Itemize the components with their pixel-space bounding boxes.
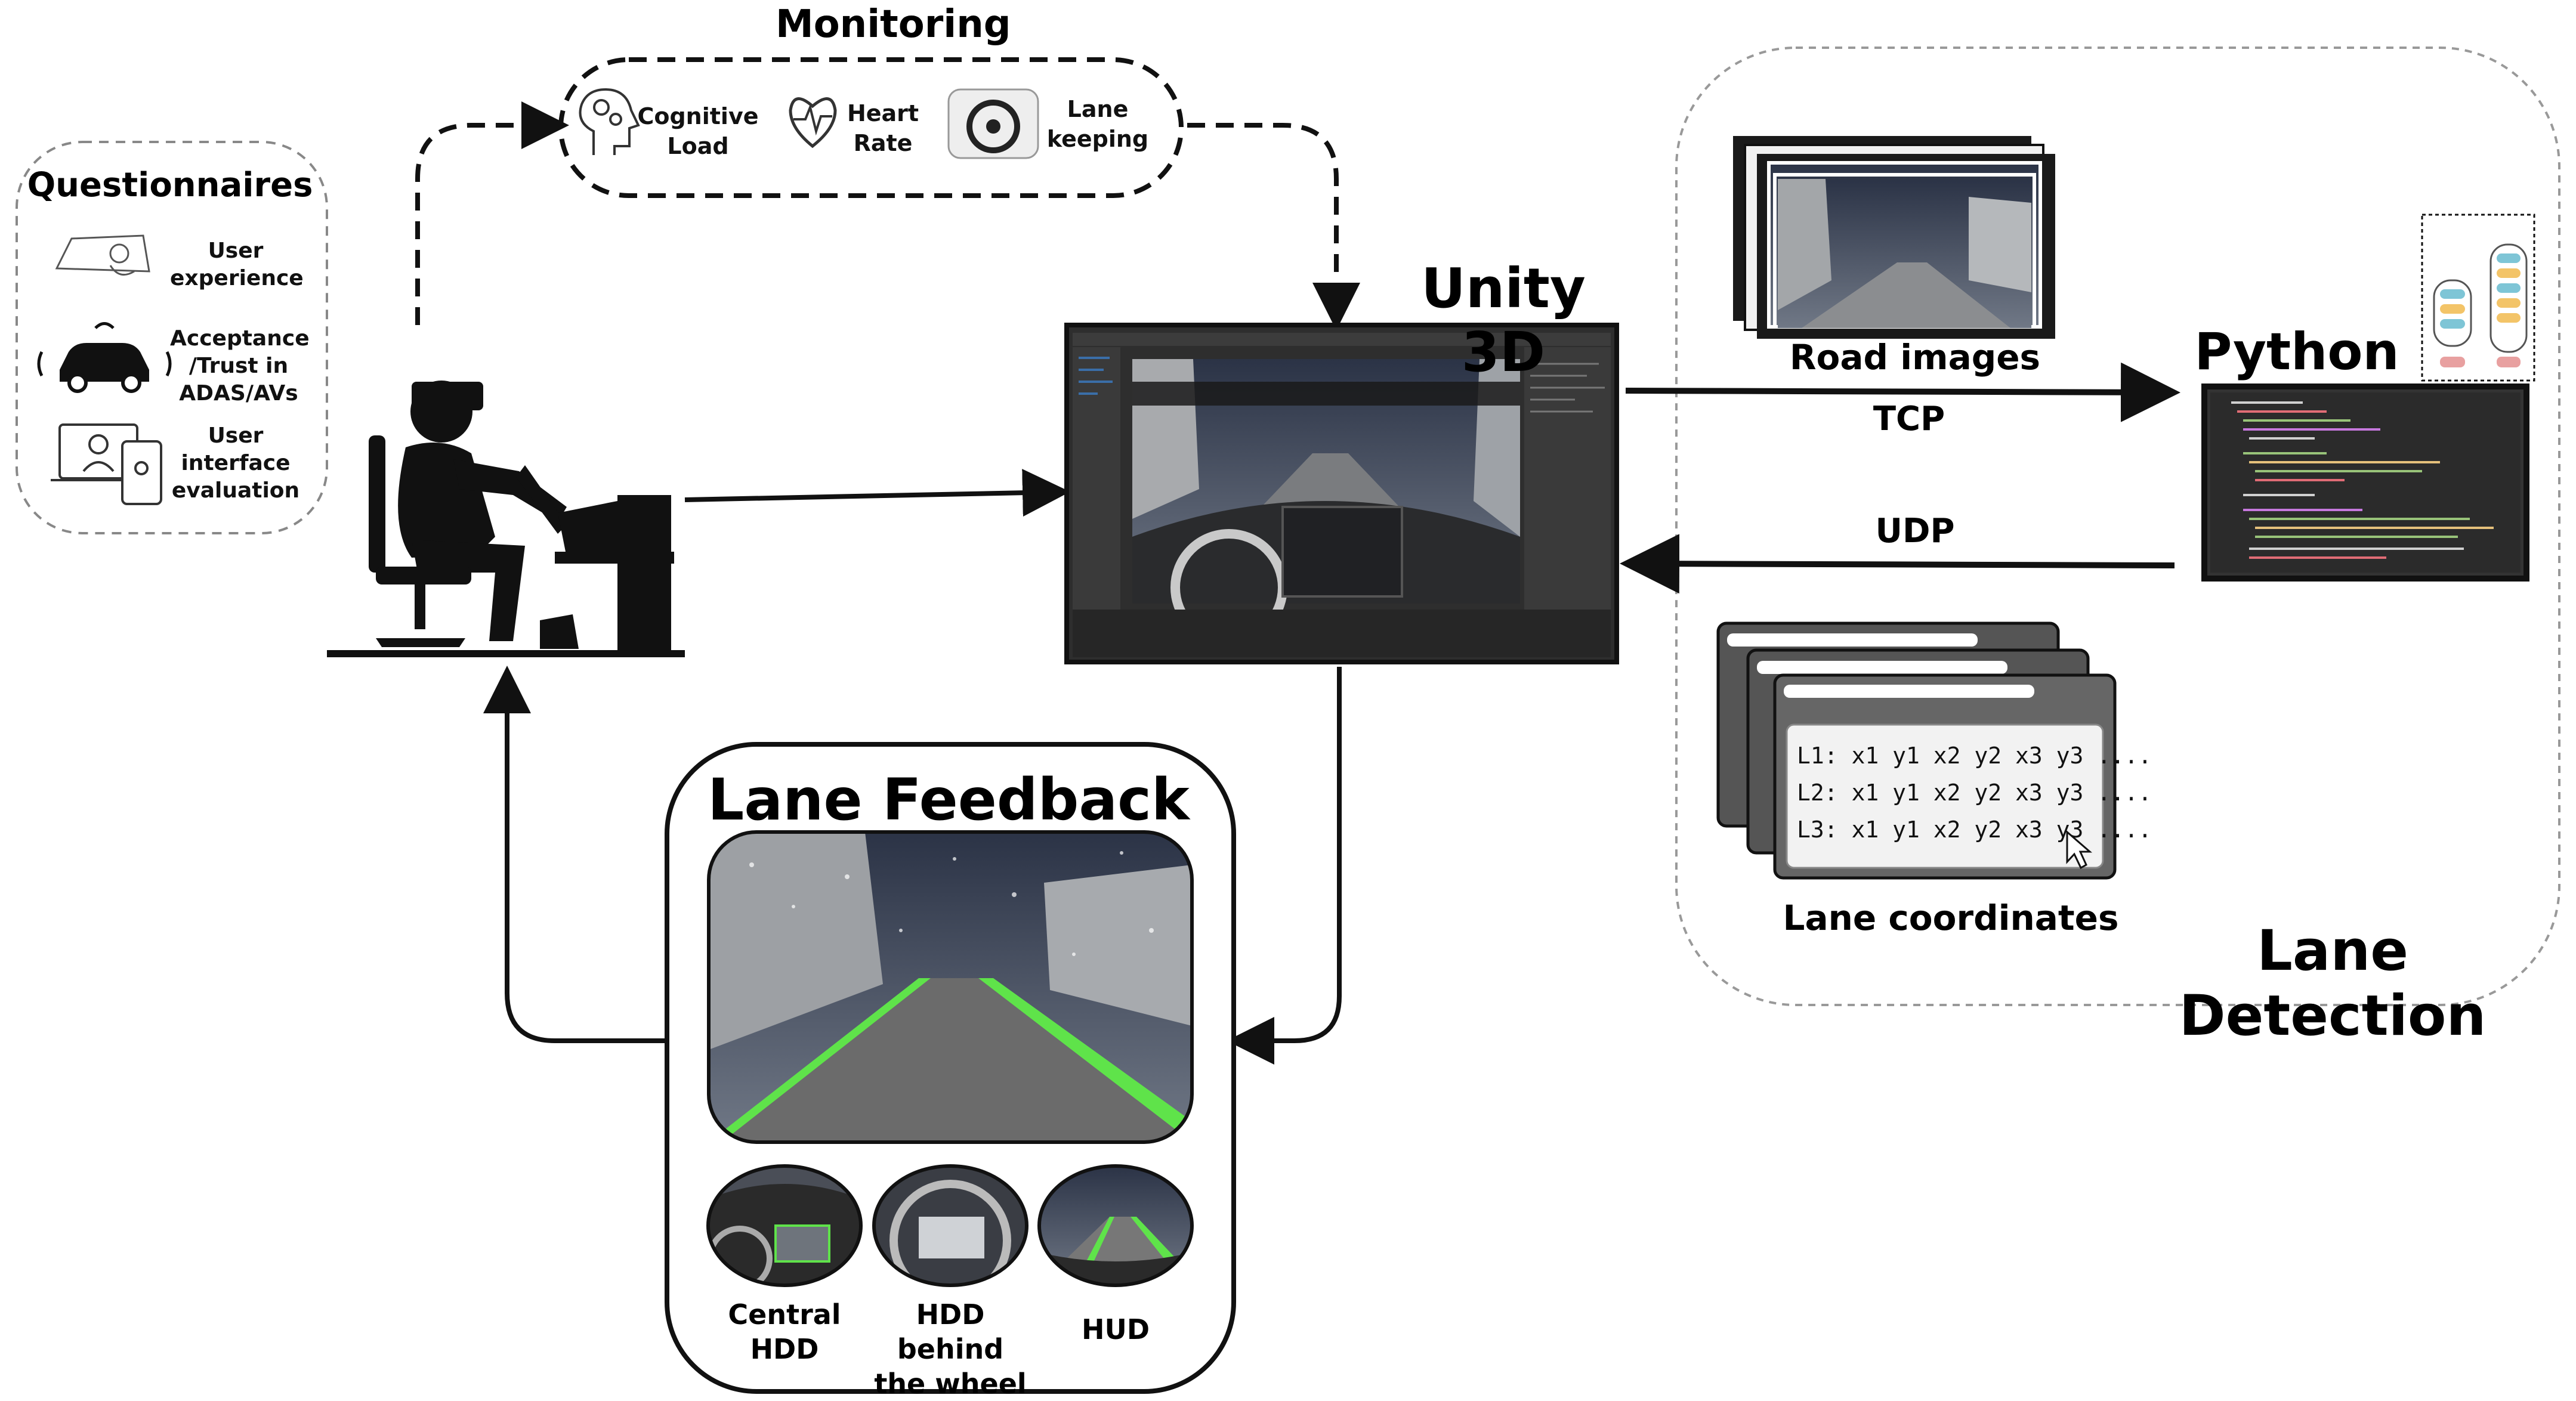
monitoring-label-line: Rate xyxy=(853,130,913,156)
questionnaire-item-acceptance: Acceptance /Trust in ADAS/AVs xyxy=(170,325,310,407)
monitoring-label-line: Heart xyxy=(847,100,919,126)
monitoring-label-line: keeping xyxy=(1046,126,1149,152)
steering-wheel-icon xyxy=(947,88,1039,159)
monitoring-label-line: Lane xyxy=(1067,96,1129,122)
questionnaire-label-line: Acceptance xyxy=(170,326,310,351)
feedback-label-line: the wheel xyxy=(874,1368,1027,1400)
questionnaire-label-line: interface xyxy=(181,451,291,475)
questionnaire-label-line: evaluation xyxy=(171,478,300,503)
central-hdd-thumbnail xyxy=(706,1164,863,1287)
questionnaires-box xyxy=(16,141,328,534)
coordinate-line: L2: x1 y1 x2 y2 x3 y3 .... xyxy=(1797,780,2152,806)
feedback-label-line: Central xyxy=(728,1298,841,1331)
neural-network-icon xyxy=(2421,214,2535,382)
udp-label: UDP xyxy=(1875,512,1955,550)
questionnaire-label-line: ADAS/AVs xyxy=(179,381,298,406)
feedback-mode-hdd-behind-wheel: HDD behind the wheel xyxy=(861,1297,1040,1401)
monitoring-item-heart-rate: Heart Rate xyxy=(838,98,928,158)
monitoring-item-lane-keeping: Lane keeping xyxy=(1041,94,1154,154)
python-title: Python xyxy=(2194,322,2399,382)
monitoring-title: Monitoring xyxy=(776,2,1011,47)
coordinate-line: L3: x1 y1 x2 y2 x3 y3 .... xyxy=(1797,817,2152,843)
python-editor xyxy=(2201,384,2529,582)
connected-car-icon xyxy=(37,322,172,393)
cursor-icon xyxy=(2066,830,2093,870)
questionnaire-label-line: experience xyxy=(170,266,304,290)
heart-pulse-icon xyxy=(789,97,837,149)
hdd-behind-wheel-thumbnail xyxy=(872,1164,1028,1287)
questionnaire-item-user-experience: User experience xyxy=(170,237,304,292)
coordinate-list: L1: x1 y1 x2 y2 x3 y3 .... L2: x1 y1 x2 … xyxy=(1797,737,2152,848)
lane-feedback-scene xyxy=(709,832,1192,1142)
monitoring-item-cognitive-load: Cognitive Load xyxy=(635,101,761,161)
brain-gears-icon xyxy=(579,88,640,155)
questionnaires-title: Questionnaires xyxy=(27,166,313,205)
laptop-phone-icon xyxy=(51,423,162,505)
unity-screenshot xyxy=(1064,323,1619,664)
road-images-stack xyxy=(1733,136,2055,339)
questionnaire-label-line: User xyxy=(208,239,264,263)
questionnaire-item-ui-evaluation: User interface evaluation xyxy=(170,422,301,505)
feedback-mode-hud: HUD xyxy=(1050,1312,1181,1347)
road-images-label: Road images xyxy=(1789,337,2041,378)
lane-detection-title: Lane Detection xyxy=(2179,918,2487,1049)
hud-thumbnail xyxy=(1037,1164,1194,1287)
monitoring-label-line: Cognitive xyxy=(637,103,759,129)
lane-feedback-title: Lane Feedback xyxy=(708,766,1190,833)
driver-icon xyxy=(55,234,150,276)
feedback-label-line: HDD xyxy=(750,1333,819,1365)
feedback-mode-central-hdd: Central HDD xyxy=(710,1297,859,1366)
questionnaire-label-line: /Trust in xyxy=(189,354,289,378)
questionnaire-label-line: User xyxy=(208,423,264,448)
tcp-label: TCP xyxy=(1873,400,1945,438)
coordinate-line: L1: x1 y1 x2 y2 x3 y3 .... xyxy=(1797,743,2152,769)
unity-title: Unity 3D xyxy=(1421,256,1586,384)
feedback-label-line: HDD behind xyxy=(897,1298,1004,1365)
lane-coordinates-windows xyxy=(1716,621,2117,880)
feedback-label-line: HUD xyxy=(1081,1313,1150,1346)
monitoring-label-line: Load xyxy=(667,133,729,159)
driver-silhouette xyxy=(327,381,685,657)
lane-coordinates-label: Lane coordinates xyxy=(1783,898,2119,938)
lane-detection-box xyxy=(1675,47,2560,1006)
